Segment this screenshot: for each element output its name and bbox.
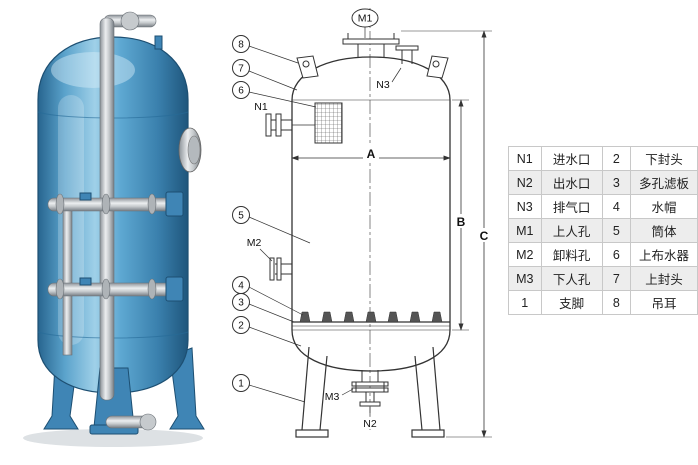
dim-b-label: B xyxy=(457,215,466,229)
callout-8: 8 xyxy=(232,35,250,53)
support-legs xyxy=(295,346,445,438)
label-m2: M2 xyxy=(247,237,262,249)
dome-highlight xyxy=(51,52,135,88)
table-row: N2 出水口 3 多孔滤板 xyxy=(508,170,698,195)
svg-text:8: 8 xyxy=(238,40,244,51)
bottom-nozzle xyxy=(351,370,389,407)
discharge-nozzle xyxy=(269,257,292,281)
part-name: 筒体 xyxy=(630,218,698,243)
leader-lines xyxy=(248,27,402,416)
part-code: M2 xyxy=(508,242,542,267)
svg-text:7: 7 xyxy=(238,64,244,75)
svg-text:M1: M1 xyxy=(358,13,373,25)
table-row: M1 上人孔 5 筒体 xyxy=(508,218,698,243)
svg-text:3: 3 xyxy=(238,298,244,309)
dimension-c: C xyxy=(401,30,492,438)
callout-7: 7 xyxy=(232,59,250,77)
part-name: 排气口 xyxy=(540,194,603,219)
part-code: M3 xyxy=(508,266,542,291)
parts-table: N1 进水口 2 下封头 N2 出水口 3 多孔滤板 N3 排气口 4 水帽 M… xyxy=(508,146,698,315)
label-n3: N3 xyxy=(376,79,390,91)
part-code: N1 xyxy=(508,146,542,171)
callout-5: 5 xyxy=(232,206,250,224)
floor-shadow xyxy=(23,429,203,447)
part-code: 5 xyxy=(601,218,632,243)
valve-handles xyxy=(79,35,184,302)
part-name: 水帽 xyxy=(630,194,698,219)
part-name: 上封头 xyxy=(630,266,698,291)
water-caps xyxy=(299,311,443,323)
top-manhole xyxy=(342,33,400,58)
label-m3: M3 xyxy=(325,391,340,403)
part-code: 3 xyxy=(601,170,632,195)
dimension-b: B xyxy=(452,99,469,331)
svg-text:1: 1 xyxy=(238,379,244,390)
vent-nozzle xyxy=(395,45,419,64)
bottom-head xyxy=(291,329,451,372)
vessel-outline xyxy=(291,56,451,372)
callout-2: 2 xyxy=(232,316,250,334)
table-row: M2 卸料孔 6 上布水器 xyxy=(508,242,698,267)
part-name: 卸料孔 xyxy=(540,242,603,267)
part-code: 7 xyxy=(601,266,632,291)
part-code: N2 xyxy=(508,170,542,195)
part-code: 4 xyxy=(601,194,632,219)
dim-a-label: A xyxy=(367,147,376,161)
part-name: 多孔滤板 xyxy=(630,170,698,195)
top-head xyxy=(291,56,451,101)
lifting-lugs xyxy=(296,55,449,79)
svg-text:5: 5 xyxy=(238,211,244,222)
part-name: 出水口 xyxy=(540,170,603,195)
part-code: 6 xyxy=(601,242,632,267)
callout-6: 6 xyxy=(232,81,250,99)
technical-drawing: A B C xyxy=(232,8,492,438)
filter-plate xyxy=(292,321,450,327)
part-code: N3 xyxy=(508,194,542,219)
svg-text:6: 6 xyxy=(238,86,244,97)
part-code: 8 xyxy=(601,290,632,315)
part-name: 下人孔 xyxy=(540,266,603,291)
svg-text:2: 2 xyxy=(238,321,244,332)
part-name: 吊耳 xyxy=(630,290,698,315)
svg-text:N2: N2 xyxy=(363,418,377,430)
callout-3: 3 xyxy=(232,293,250,311)
front-piping xyxy=(47,11,181,431)
part-name: 支脚 xyxy=(540,290,603,315)
table-row: N3 排气口 4 水帽 xyxy=(508,194,698,219)
upper-distributor xyxy=(314,102,343,144)
label-m1: M1 xyxy=(351,8,379,28)
vessel-photo xyxy=(23,11,205,447)
label-n2: N2 xyxy=(359,417,381,430)
part-name: 上人孔 xyxy=(540,218,603,243)
inlet-nozzle xyxy=(265,113,315,137)
table-row: N1 进水口 2 下封头 xyxy=(508,146,698,171)
callout-4: 4 xyxy=(232,276,250,294)
dimension-a: A xyxy=(291,146,451,161)
part-name: 上布水器 xyxy=(630,242,698,267)
svg-text:4: 4 xyxy=(238,281,244,292)
part-name: 进水口 xyxy=(540,146,603,171)
part-name: 下封头 xyxy=(630,146,698,171)
side-manhole-flange xyxy=(178,127,202,173)
label-n1: N1 xyxy=(254,101,268,113)
part-code: 2 xyxy=(601,146,632,171)
table-row: M3 下人孔 7 上封头 xyxy=(508,266,698,291)
table-row: 1 支脚 8 吊耳 xyxy=(508,290,698,315)
dim-c-label: C xyxy=(480,229,489,243)
callouts: 8 7 6 5 4 3 2 xyxy=(232,35,250,392)
nozzle-labels: M1 N3 N1 M2 M3 N2 xyxy=(247,8,390,430)
callout-1: 1 xyxy=(232,374,250,392)
part-code: M1 xyxy=(508,218,542,243)
part-code: 1 xyxy=(508,290,542,315)
